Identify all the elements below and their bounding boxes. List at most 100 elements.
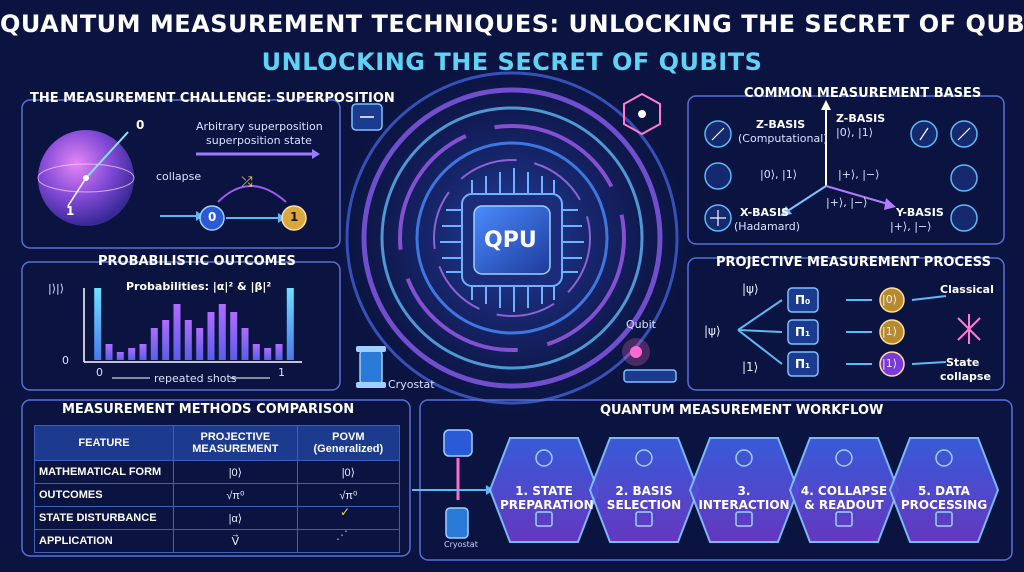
out-0-label: |0⟩	[882, 293, 897, 306]
workflow-step-icon	[935, 449, 953, 467]
chart-bars	[94, 288, 294, 360]
outcome-0-label: 0	[208, 210, 217, 224]
row-povm: √π⁰	[296, 483, 401, 507]
outcome-1-label: 1	[290, 210, 299, 224]
row-feature: APPLICATION	[34, 529, 174, 553]
row-povm	[296, 529, 401, 553]
chart-y-label: |⟩|⟩	[48, 282, 64, 295]
workflow-step-sub-icon	[635, 511, 653, 527]
workflow-step-sub-icon	[535, 511, 553, 527]
chart-x-one: 1	[278, 366, 285, 379]
y-basis-label: Y-BASIS	[896, 206, 944, 219]
workflow-step-icon	[535, 449, 553, 467]
cryostat-label: Cryostat	[388, 378, 435, 391]
col-feature: FEATURE	[34, 425, 174, 461]
one-left-label: |1⟩	[742, 360, 759, 374]
chart-bar	[286, 288, 294, 360]
chart-bar	[94, 288, 102, 360]
molecule-icon	[623, 92, 661, 136]
chart-bar	[150, 328, 158, 360]
bases-heading: COMMON MEASUREMENT BASES	[744, 86, 982, 101]
qpu-label: QPU	[484, 228, 537, 253]
workflow-hexagon	[688, 437, 800, 543]
middle-kets-1: |0⟩, |1⟩	[760, 168, 797, 181]
chart-bar	[139, 344, 147, 360]
x-basis-sub: (Hadamard)	[734, 220, 801, 233]
projective-heading: PROJECTIVE MEASUREMENT PROCESS	[716, 255, 991, 270]
table-row: APPLICATION V⃗	[34, 529, 401, 553]
workflow-step-icon	[635, 449, 653, 467]
chart-bar	[207, 312, 215, 360]
state-collapse-label: collapse	[940, 370, 991, 383]
workflow-step-sub-icon	[835, 511, 853, 527]
probabilistic-heading: PROBABILISTIC OUTCOMES	[98, 254, 296, 269]
cryostat-icon	[356, 346, 386, 388]
x-basis-label: X-BASIS	[740, 206, 789, 219]
workflow-hexagon	[888, 437, 1000, 543]
bases-axes	[780, 100, 896, 216]
collapse-star-icon	[957, 314, 981, 344]
chart-bar	[184, 320, 192, 360]
page-subtitle: UNLOCKING THE SECRET OF QUBITS	[261, 48, 763, 76]
ket-1-label: 1	[66, 204, 75, 218]
row-projective: |α⟩	[173, 506, 298, 530]
chart-y-zero: 0	[62, 354, 69, 367]
page-title: QUANTUM MEASUREMENT TECHNIQUES: UNLOCKIN…	[0, 10, 1024, 38]
chart-bar	[128, 348, 136, 360]
chart-bar	[105, 344, 113, 360]
outcome-1-circle	[281, 205, 307, 231]
ket-0-label: 0	[136, 118, 145, 132]
laser-device-icon	[622, 338, 677, 383]
chart-bar	[264, 348, 272, 360]
middle-kets-3: |+⟩, |−⟩	[826, 196, 868, 209]
row-povm	[296, 506, 401, 530]
row-feature: OUTCOMES	[34, 483, 174, 507]
psi-left-label: |ψ⟩	[704, 324, 721, 338]
panel-borders	[21, 95, 1013, 561]
out-1a-label: |1⟩	[882, 325, 897, 338]
chart-axes	[83, 288, 302, 379]
row-projective: |0⟩	[173, 460, 298, 484]
z-axis-label: Z-BASIS	[836, 112, 886, 125]
table-row: STATE DISTURBANCE |α⟩	[34, 506, 401, 530]
projector-boxes	[787, 287, 819, 377]
row-povm: |0⟩	[296, 460, 401, 484]
row-feature: MATHEMATICAL FORM	[34, 460, 174, 484]
chart-bar	[173, 304, 181, 360]
collapse-label: collapse	[156, 170, 202, 183]
pi-1b-label: Π₁	[795, 357, 811, 371]
workflow-step-sub-icon	[735, 511, 753, 527]
state-label: State	[946, 356, 980, 369]
workflow-hexagon	[588, 437, 700, 543]
pi-0-label: Π₀	[795, 293, 811, 307]
chart-bar	[196, 328, 204, 360]
qpu-chip	[440, 168, 584, 312]
z-axis-kets: |0⟩, |1⟩	[836, 126, 873, 139]
middle-kets-2: |+⟩, |−⟩	[838, 168, 880, 181]
qubit-label: Qubit	[626, 318, 656, 331]
superposition-heading: THE MEASUREMENT CHALLENGE: SUPERPOSITION	[30, 91, 395, 106]
chart-bar	[218, 304, 226, 360]
chart-bar	[241, 328, 249, 360]
table-row: OUTCOMES √π⁰ √π⁰	[34, 483, 401, 507]
workflow-hexagon	[488, 437, 600, 543]
z-basis-sub: (Computational)	[738, 132, 828, 145]
workflow-step-sub-icon	[935, 511, 953, 527]
workflow-heading: QUANTUM MEASUREMENT WORKFLOW	[600, 403, 884, 418]
superposition-text-1: Arbitrary superposition	[196, 120, 323, 133]
pi-1a-label: Π₁	[795, 325, 811, 339]
methods-heading: MEASUREMENT METHODS COMPARISON	[62, 402, 355, 417]
row-feature: STATE DISTURBANCE	[34, 506, 174, 530]
chart-bar	[230, 312, 238, 360]
chart-bar	[252, 344, 260, 360]
out-1b-label: |1⟩	[882, 357, 897, 370]
workflow-hexagons	[488, 437, 1000, 543]
bloch-sphere	[37, 130, 135, 226]
workflow-hexagon	[788, 437, 900, 543]
workflow-step-3: 3. INTERACTION	[698, 484, 790, 512]
col-povm: POVM(Generalized)	[296, 425, 401, 461]
